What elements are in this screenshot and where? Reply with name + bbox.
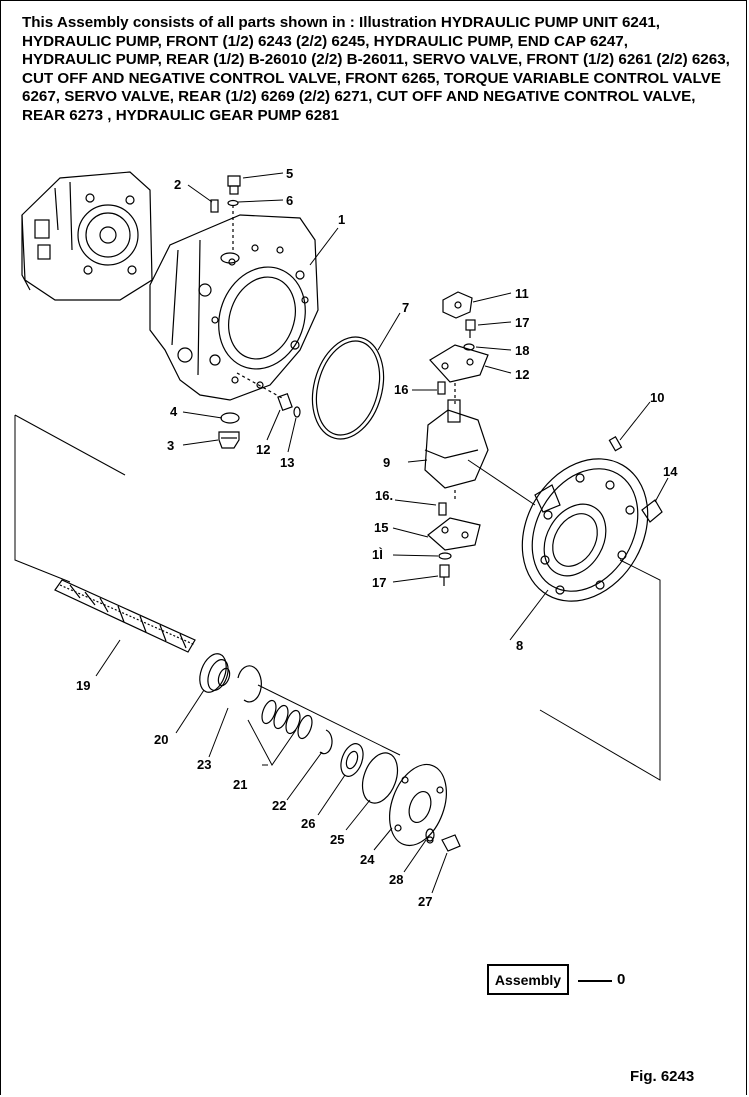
assembly-description: This Assembly consists of all parts show… — [22, 14, 742, 126]
callout-13: 13 — [280, 455, 294, 470]
callout-5: 5 — [286, 166, 293, 181]
callout-10: 10 — [650, 390, 664, 405]
callout-21: 21 — [233, 777, 247, 792]
callout-27: 27 — [418, 894, 432, 909]
callout-16: 16 — [394, 382, 408, 397]
o-ring-inner — [315, 340, 381, 436]
description-line: HYDRAULIC PUMP, FRONT (1/2) 6243 (2/2) 6… — [22, 32, 628, 50]
callout-2: 2 — [174, 177, 181, 192]
assembly-legend-box: Assembly — [487, 964, 569, 995]
callout-14: 14 — [663, 464, 678, 479]
pump-casing — [149, 214, 319, 401]
drive-shaft — [54, 579, 196, 653]
callout-18-lower: 1Ì — [372, 547, 383, 562]
callout-4: 4 — [170, 404, 178, 419]
callout-22: 22 — [272, 798, 286, 813]
description-line: CUT OFF AND NEGATIVE CONTROL VALVE, FRON… — [22, 69, 721, 87]
callout-18: 18 — [515, 343, 529, 358]
callout-labels: 1 2 3 4 5 6 7 8 9 10 11 12 13 14 16 17 1… — [76, 166, 678, 909]
callout-15-upper: 12 — [515, 367, 529, 382]
callout-15-lower: 15 — [374, 520, 388, 535]
casing-fittings — [210, 175, 301, 449]
figure-label: Fig. 6243 — [630, 1068, 695, 1085]
callout-17: 17 — [515, 315, 529, 330]
callout-12: 12 — [256, 442, 270, 457]
callout-1: 1 — [338, 212, 345, 227]
description-line: HYDRAULIC PUMP, REAR (1/2) B-26010 (2/2)… — [22, 51, 730, 69]
callout-3: 3 — [167, 438, 174, 453]
callout-26: 26 — [301, 816, 315, 831]
leader-lines — [14, 172, 669, 894]
callout-11: 11 — [515, 286, 529, 301]
callout-25: 25 — [330, 832, 344, 847]
end-cap — [521, 435, 663, 602]
callout-16-lower: 16. — [375, 488, 393, 503]
callout-19: 19 — [76, 678, 90, 693]
callout-23: 23 — [197, 757, 211, 772]
callout-17-lower: 17 — [372, 575, 386, 590]
shaft-components — [199, 653, 461, 852]
callout-24: 24 — [360, 852, 375, 867]
o-ring — [311, 336, 385, 440]
description-line: 6267, SERVO VALVE, REAR (1/2) 6269 (2/2)… — [22, 88, 696, 106]
callout-7: 7 — [402, 300, 409, 315]
callout-6: 6 — [286, 193, 293, 208]
valve-stack-upper — [424, 291, 489, 500]
assembly-label: Assembly — [494, 971, 562, 988]
assembly-number: 0 — [617, 971, 626, 988]
callout-9: 9 — [383, 455, 390, 470]
description-line: This Assembly consists of all parts show… — [22, 14, 660, 31]
assembly-legend-line — [578, 980, 612, 982]
pump-unit-outline — [21, 171, 153, 301]
valve-stack-lower — [427, 502, 481, 586]
callout-8: 8 — [516, 638, 523, 653]
callout-28: 28 — [389, 872, 403, 887]
callout-20: 20 — [154, 732, 168, 747]
description-line: REAR 6273 , HYDRAULIC GEAR PUMP 6281 — [22, 106, 340, 124]
